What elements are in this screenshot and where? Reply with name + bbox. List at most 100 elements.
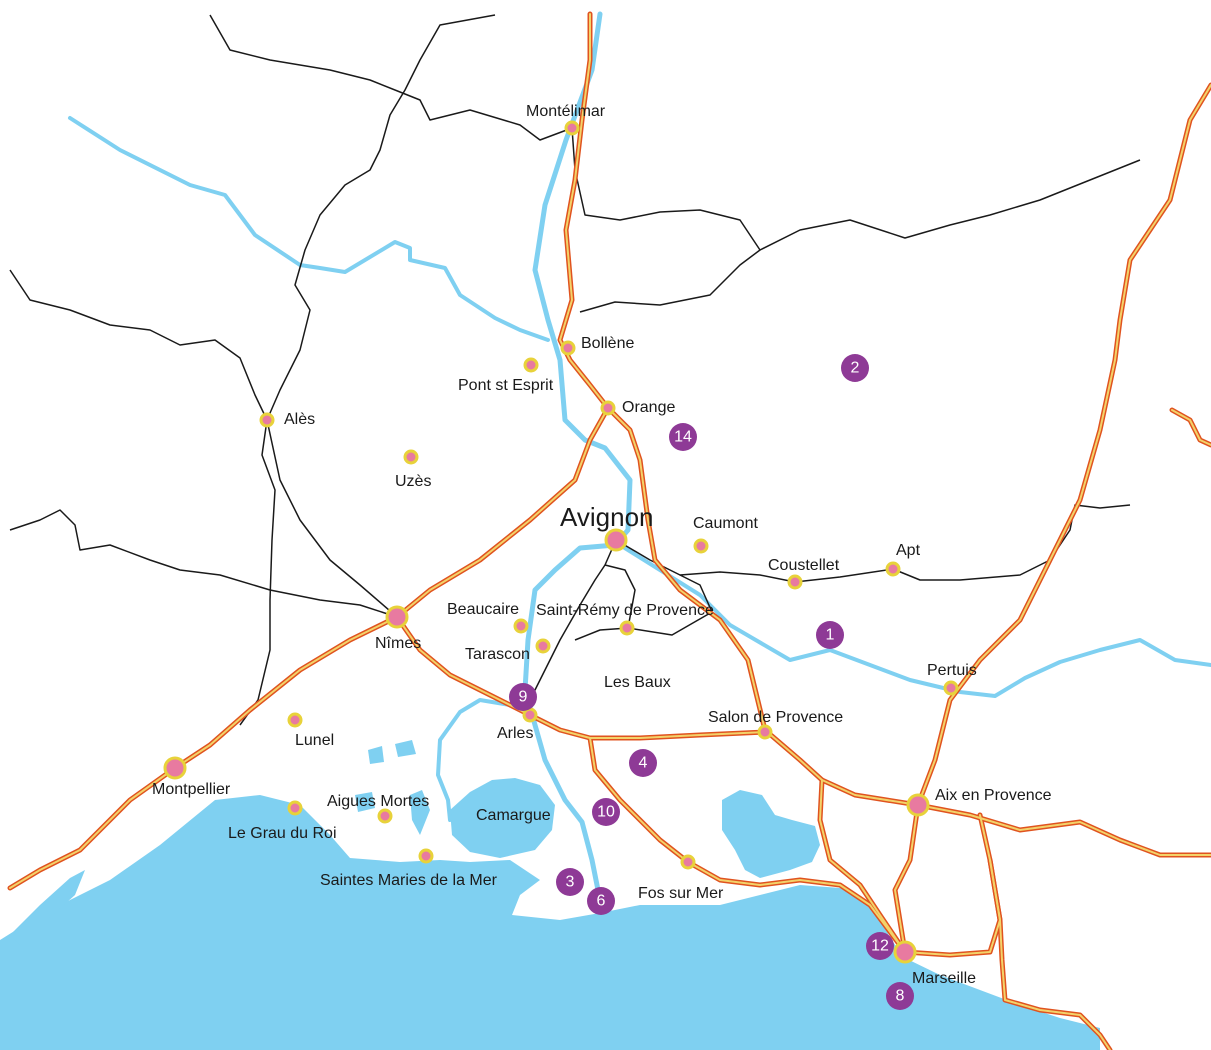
a7-south-inner (894, 804, 919, 953)
lagoon-small-1 (368, 746, 384, 764)
label-les-baux: Les Baux (604, 674, 671, 691)
dot-apt[interactable] (885, 561, 901, 577)
label-avignon: Avignon (560, 502, 654, 532)
dot-aix[interactable] (906, 793, 930, 817)
label-ales: Alès (284, 411, 315, 428)
dot-avignon[interactable] (604, 528, 628, 552)
marker-2[interactable]: 2 (841, 354, 869, 382)
a51-east (1169, 407, 1211, 448)
lagoon-small-3 (355, 792, 375, 812)
a51-north (915, 82, 1211, 808)
marker-9-label: 9 (519, 689, 528, 706)
label-tarascon: Tarascon (465, 646, 530, 663)
lagoon-west (10, 870, 85, 945)
dot-uzes[interactable] (403, 449, 419, 465)
dot-lunel[interactable] (287, 712, 303, 728)
label-orange: Orange (622, 399, 675, 416)
road-n1 (209, 14, 573, 141)
city-labels: Montélimar Bollène Pont st Esprit Orange… (152, 103, 1052, 987)
dot-coustellet[interactable] (787, 574, 803, 590)
label-montelimar: Montélimar (526, 103, 606, 120)
mediterranean-sea (0, 795, 1100, 1050)
marker-12[interactable]: 12 (866, 932, 894, 960)
marker-10[interactable]: 10 (592, 798, 620, 826)
dot-saintes-maries[interactable] (418, 848, 434, 864)
road-n3 (571, 127, 1141, 251)
marker-6[interactable]: 6 (587, 887, 615, 915)
road-ales-nimes (266, 419, 398, 618)
label-coustellet: Coustellet (768, 557, 840, 574)
sea-layer (0, 740, 1100, 1050)
label-saintes-maries: Saintes Maries de la Mer (320, 872, 498, 889)
dot-tarascon[interactable] (535, 638, 551, 654)
dot-ales[interactable] (259, 412, 275, 428)
etang-de-vaccares (450, 778, 555, 858)
label-caumont: Caumont (693, 515, 758, 532)
lagoon-small-2 (395, 740, 416, 757)
a51-north-inner (917, 84, 1211, 806)
marker-3[interactable]: 3 (556, 868, 584, 896)
dot-montpellier[interactable] (163, 756, 187, 780)
label-le-grau-du-roi: Le Grau du Roi (228, 825, 337, 842)
label-beaucaire: Beaucaire (447, 601, 519, 618)
label-camargue: Camargue (476, 807, 551, 824)
label-saint-remy: Saint-Rémy de Provence (536, 602, 714, 619)
marker-8-label: 8 (896, 988, 905, 1005)
marker-4-label: 4 (639, 755, 648, 772)
etang-de-berre (722, 790, 820, 878)
a9-avignon-nimes-inner (396, 407, 609, 618)
n568-inner (589, 737, 906, 953)
dot-arles[interactable] (522, 707, 538, 723)
dot-orange[interactable] (600, 400, 616, 416)
marker-8[interactable]: 8 (886, 982, 914, 1010)
dot-bollene[interactable] (560, 340, 576, 356)
dot-beaucaire[interactable] (513, 618, 529, 634)
dot-caumont[interactable] (693, 538, 709, 554)
label-salon: Salon de Provence (708, 709, 843, 726)
dot-montelimar[interactable] (564, 120, 580, 136)
a50-east-inner (989, 859, 1111, 1050)
marker-9[interactable]: 9 (509, 683, 537, 711)
road-alpilles-loop (574, 564, 713, 641)
dot-salon[interactable] (757, 724, 773, 740)
marker-1-label: 1 (826, 627, 835, 644)
label-nimes: Nîmes (375, 635, 421, 652)
marker-6-label: 6 (597, 893, 606, 910)
a8-east-inner (917, 804, 1211, 856)
road-ales-south (239, 419, 276, 726)
city-dots (163, 120, 959, 964)
marker-3-label: 3 (566, 874, 575, 891)
marker-14[interactable]: 14 (669, 423, 697, 451)
road-w2 (9, 509, 398, 618)
marker-2-label: 2 (851, 360, 860, 377)
label-marseille: Marseille (912, 970, 976, 987)
dot-fos[interactable] (680, 854, 696, 870)
label-lunel: Lunel (295, 732, 334, 749)
ardeche-river (68, 116, 550, 342)
label-pertuis: Pertuis (927, 662, 977, 679)
durance-river (618, 543, 1211, 698)
marker-1[interactable]: 1 (816, 621, 844, 649)
marker-14-label: 14 (674, 429, 692, 446)
label-arles: Arles (497, 725, 533, 742)
dot-pertuis[interactable] (943, 680, 959, 696)
marker-4[interactable]: 4 (629, 749, 657, 777)
dot-aigues-mortes[interactable] (377, 808, 393, 824)
dot-marseille[interactable] (893, 940, 917, 964)
a54-inner (396, 616, 766, 739)
a9-west-inner (9, 616, 398, 889)
dot-saint-remy[interactable] (619, 620, 635, 636)
a51-east-inner (1171, 409, 1211, 446)
dot-nimes[interactable] (385, 605, 409, 629)
road-n4 (579, 249, 761, 313)
marker-10-label: 10 (597, 804, 615, 821)
marker-12-label: 12 (871, 938, 889, 955)
dot-le-grau-du-roi[interactable] (287, 800, 303, 816)
label-pont-st-esprit: Pont st Esprit (458, 377, 554, 394)
label-fos: Fos sur Mer (638, 885, 724, 902)
highways-layer (7, 11, 1211, 1050)
dot-pont-st-esprit[interactable] (523, 357, 539, 373)
label-montpellier: Montpellier (152, 781, 231, 798)
